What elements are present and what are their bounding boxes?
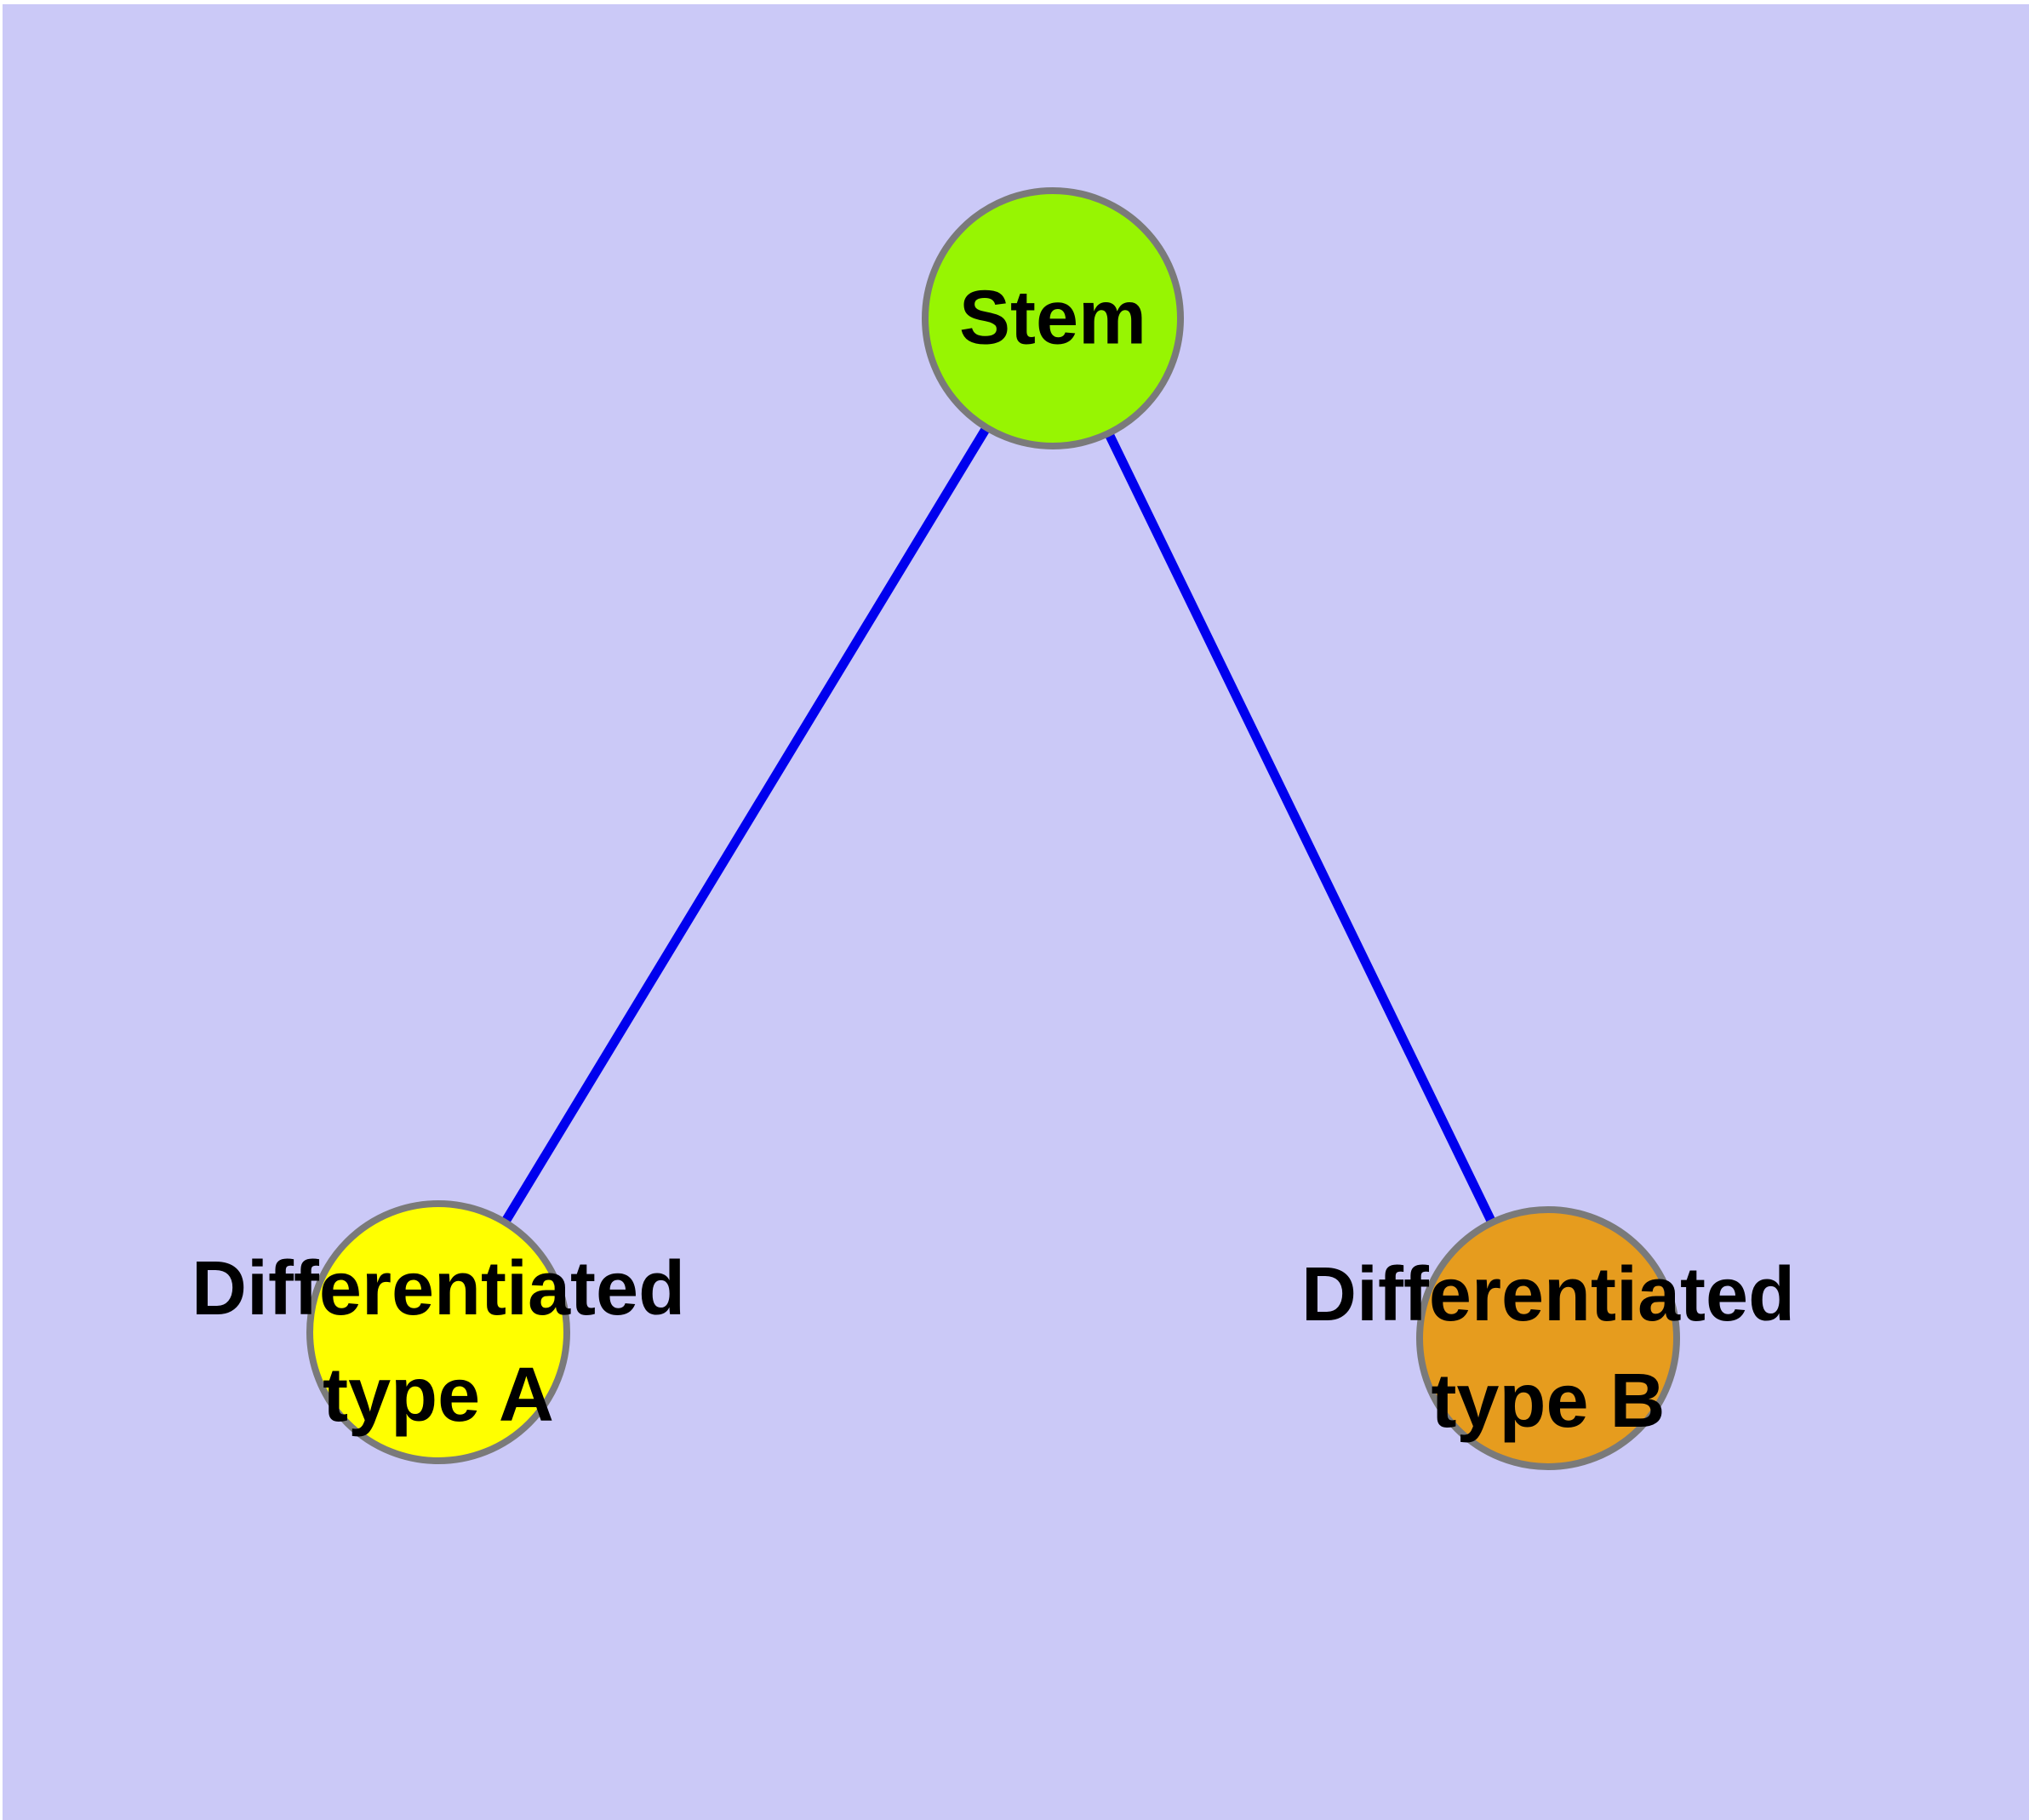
node-differentiated-type-a xyxy=(306,1200,570,1464)
label-stem: Stem xyxy=(959,266,1146,372)
node-stem xyxy=(922,187,1184,449)
label-type-a-line2: type A xyxy=(323,1353,554,1438)
label-differentiated-type-a: Differentiated type A xyxy=(191,1236,685,1449)
node-differentiated-type-b xyxy=(1416,1206,1680,1470)
edge-stem-to-type-a xyxy=(434,316,1057,1335)
label-type-a-line1: Differentiated xyxy=(191,1246,686,1331)
label-differentiated-type-b: Differentiated type B xyxy=(1301,1242,1795,1455)
label-type-b-line1: Differentiated xyxy=(1300,1252,1796,1337)
label-stem-line1: Stem xyxy=(958,275,1147,361)
edge-stem-to-type-b xyxy=(1049,316,1552,1341)
label-type-b-line2: type B xyxy=(1431,1359,1666,1444)
